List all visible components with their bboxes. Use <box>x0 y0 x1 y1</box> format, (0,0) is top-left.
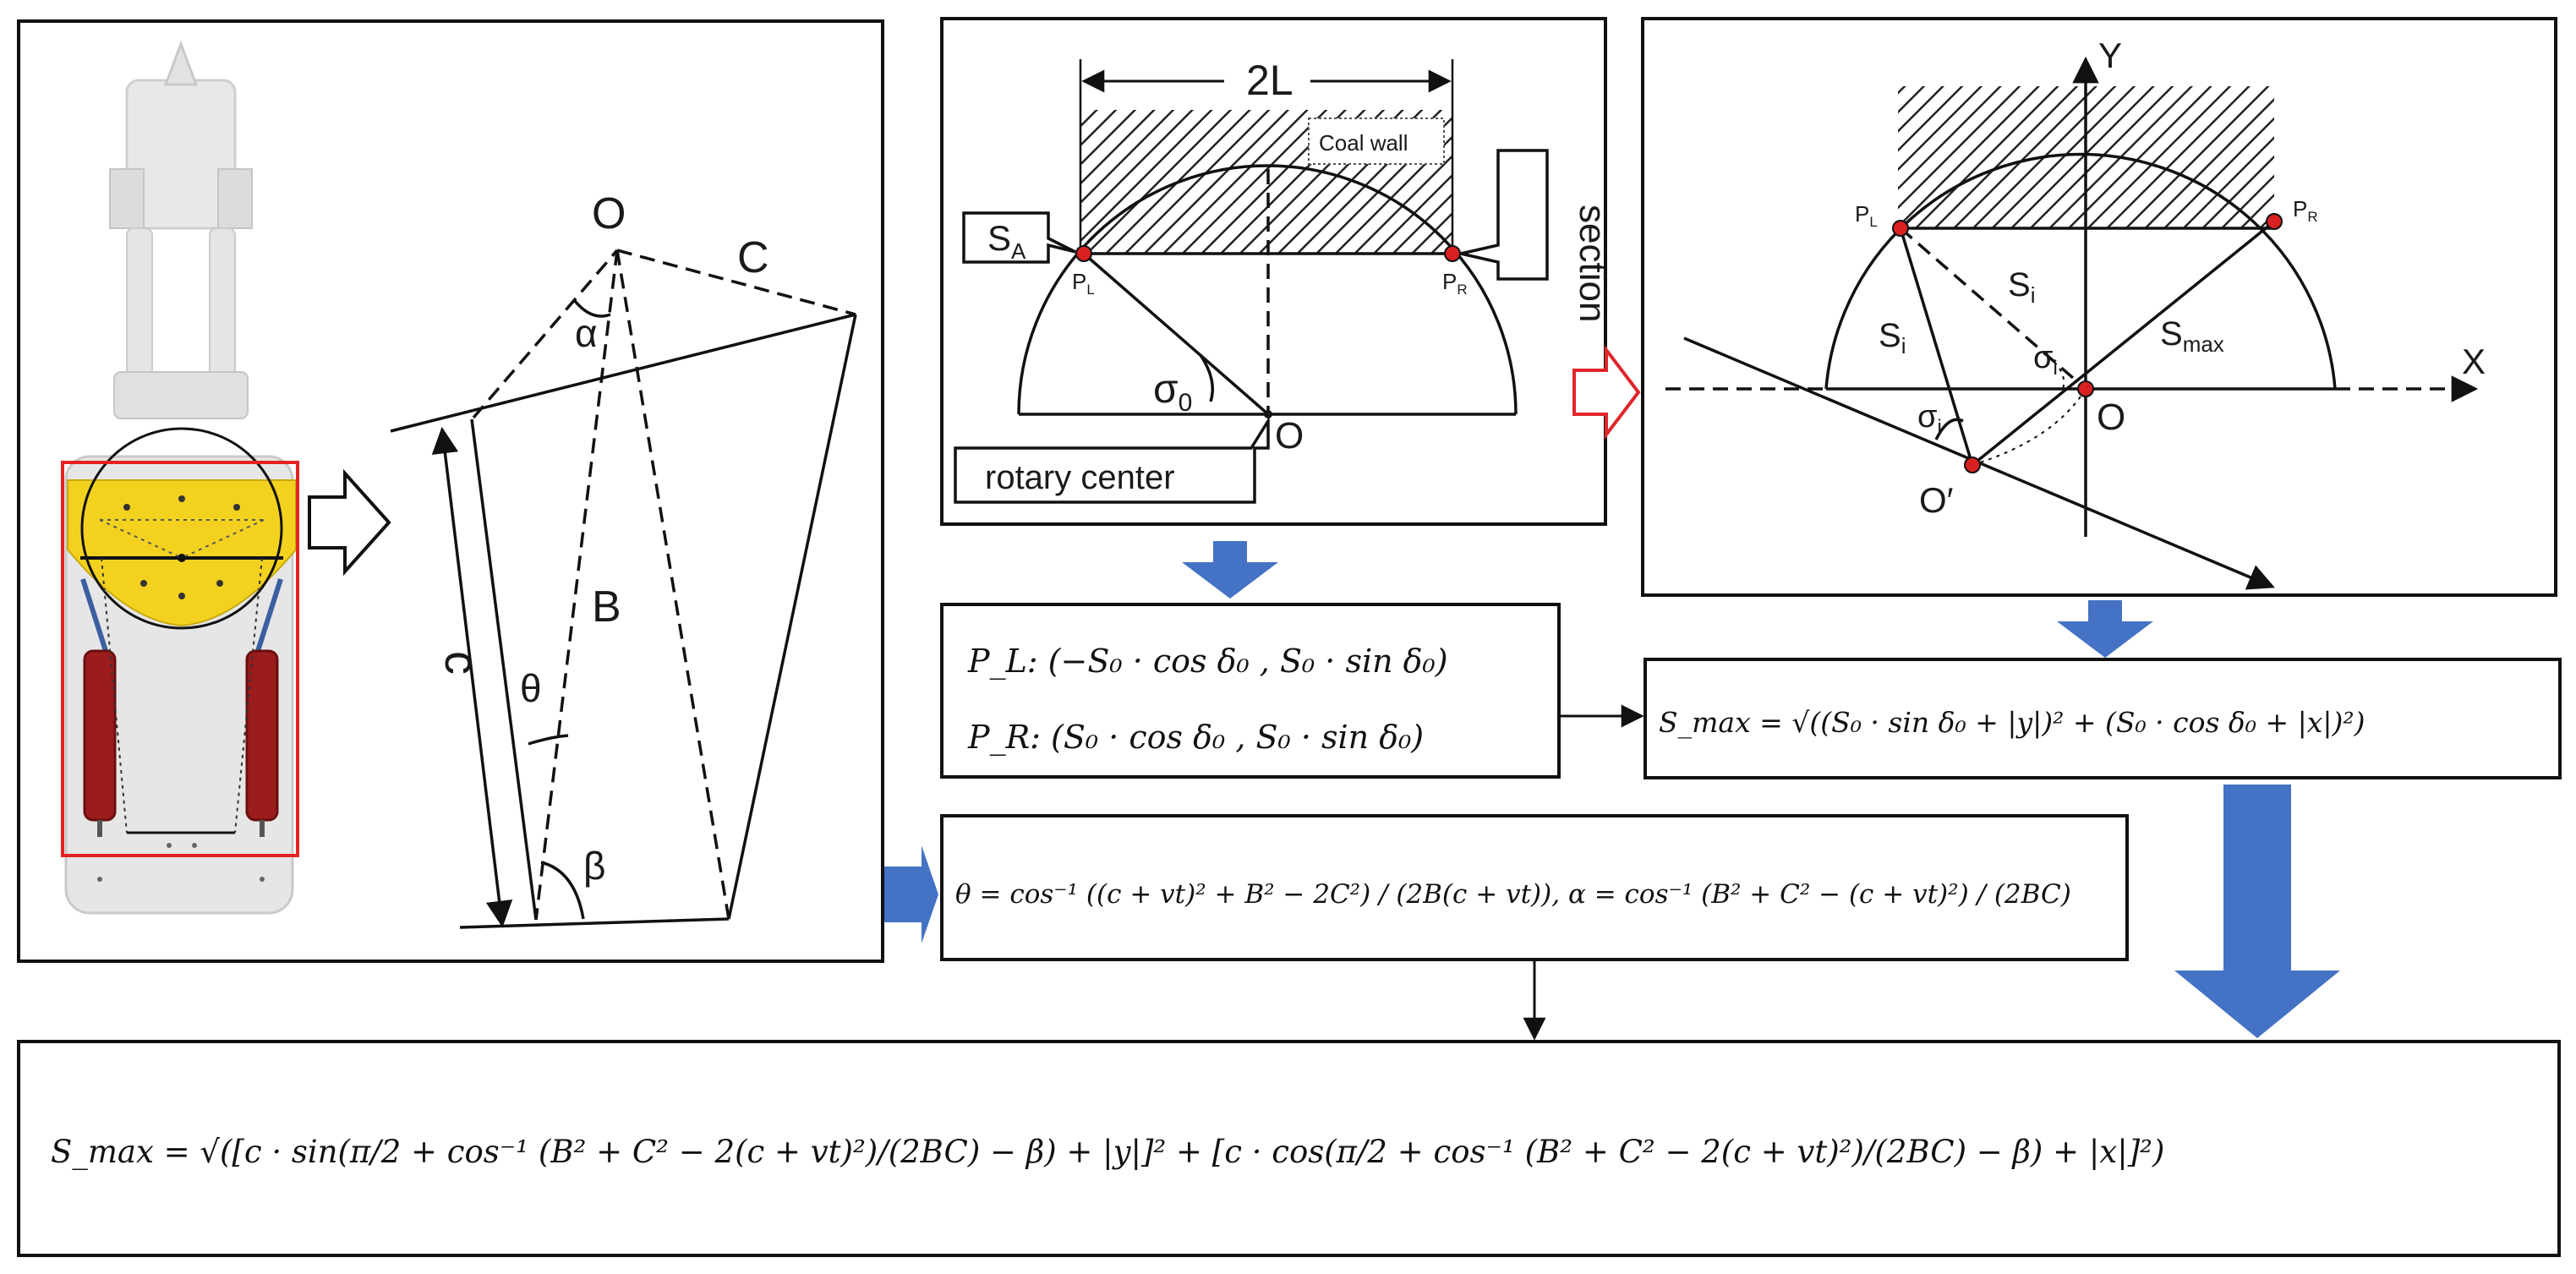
final-equation-box <box>17 1040 2561 1257</box>
theta-alpha-equation: θ = cos⁻¹ ((c + vt)² + B² − 2C²) / (2B(c… <box>955 879 2071 910</box>
sigma-i-lower-label: σi <box>1917 399 1942 439</box>
pr-equation: P_R: (S₀ · cos δ₀ , S₀ · sin δ₀) <box>967 719 1424 757</box>
width-2l-label: 2L <box>1246 57 1293 104</box>
side-b-label: B <box>592 582 621 632</box>
blue-arrow-down-slip <box>2057 600 2153 658</box>
side-c-lower-label: c <box>435 651 489 675</box>
si-upper-label: Si <box>2008 266 2035 308</box>
smax-simple-box <box>1643 658 2562 779</box>
center-o-label: O <box>1275 415 1304 457</box>
blue-arrow-to-theta <box>884 845 938 943</box>
robot-illustration <box>64 40 297 915</box>
blue-arrow-down-large <box>2174 785 2340 1038</box>
theta-alpha-box <box>940 814 2129 961</box>
x-axis-label: X <box>2462 342 2486 381</box>
smax-full-equation: S_max = √([c · sin(π/2 + cos⁻¹ (B² + C² … <box>51 1134 2164 1171</box>
smax-simple-equation: S_max = √((S₀ · sin δ₀ + |y|)² + (S₀ · c… <box>1659 706 2365 740</box>
pl-equation: P_L: (−S₀ · cos δ₀ , S₀ · sin δ₀) <box>967 642 1448 681</box>
section-label: section <box>1572 205 1613 322</box>
sigma-i-upper-label: σi <box>2033 340 2058 380</box>
pl-label: PL <box>1072 269 1095 298</box>
blue-arrow-down-section <box>1182 541 1278 599</box>
point-o-label: O <box>592 189 626 238</box>
angle-beta-label: β <box>583 844 605 888</box>
rotary-center-label: rotary center <box>985 459 1175 496</box>
origin-o-prime-label: O′ <box>1919 480 1954 520</box>
y-axis-label: Y <box>2098 36 2122 75</box>
slip-pr-label: PR <box>2293 196 2318 225</box>
angle-theta-label: θ <box>520 666 542 710</box>
slip-panel <box>1641 17 2557 597</box>
points-equation-box <box>940 603 1561 779</box>
coal-wall-label: Coal wall <box>1319 130 1408 156</box>
section-panel <box>940 17 1607 526</box>
angle-alpha-label: α <box>575 311 598 355</box>
smax-diagram-label: Smax <box>2160 315 2224 357</box>
side-c-upper-label: C <box>737 233 769 282</box>
slippage-arrow <box>1572 345 1641 440</box>
geometry-lines <box>390 249 857 929</box>
sa-label: SA <box>987 218 1026 264</box>
slip-pl-label: PL <box>1855 201 1878 230</box>
pr-label: PR <box>1442 269 1468 298</box>
robot-highlight-frame <box>61 461 299 857</box>
si-lower-label: Si <box>1879 317 1906 358</box>
hollow-right-arrow <box>308 468 391 577</box>
section-drawing <box>954 59 1549 504</box>
origin-o-label: O <box>2097 396 2125 438</box>
sigma0-label: σ0 <box>1153 367 1192 417</box>
slip-drawing <box>1665 56 2479 590</box>
